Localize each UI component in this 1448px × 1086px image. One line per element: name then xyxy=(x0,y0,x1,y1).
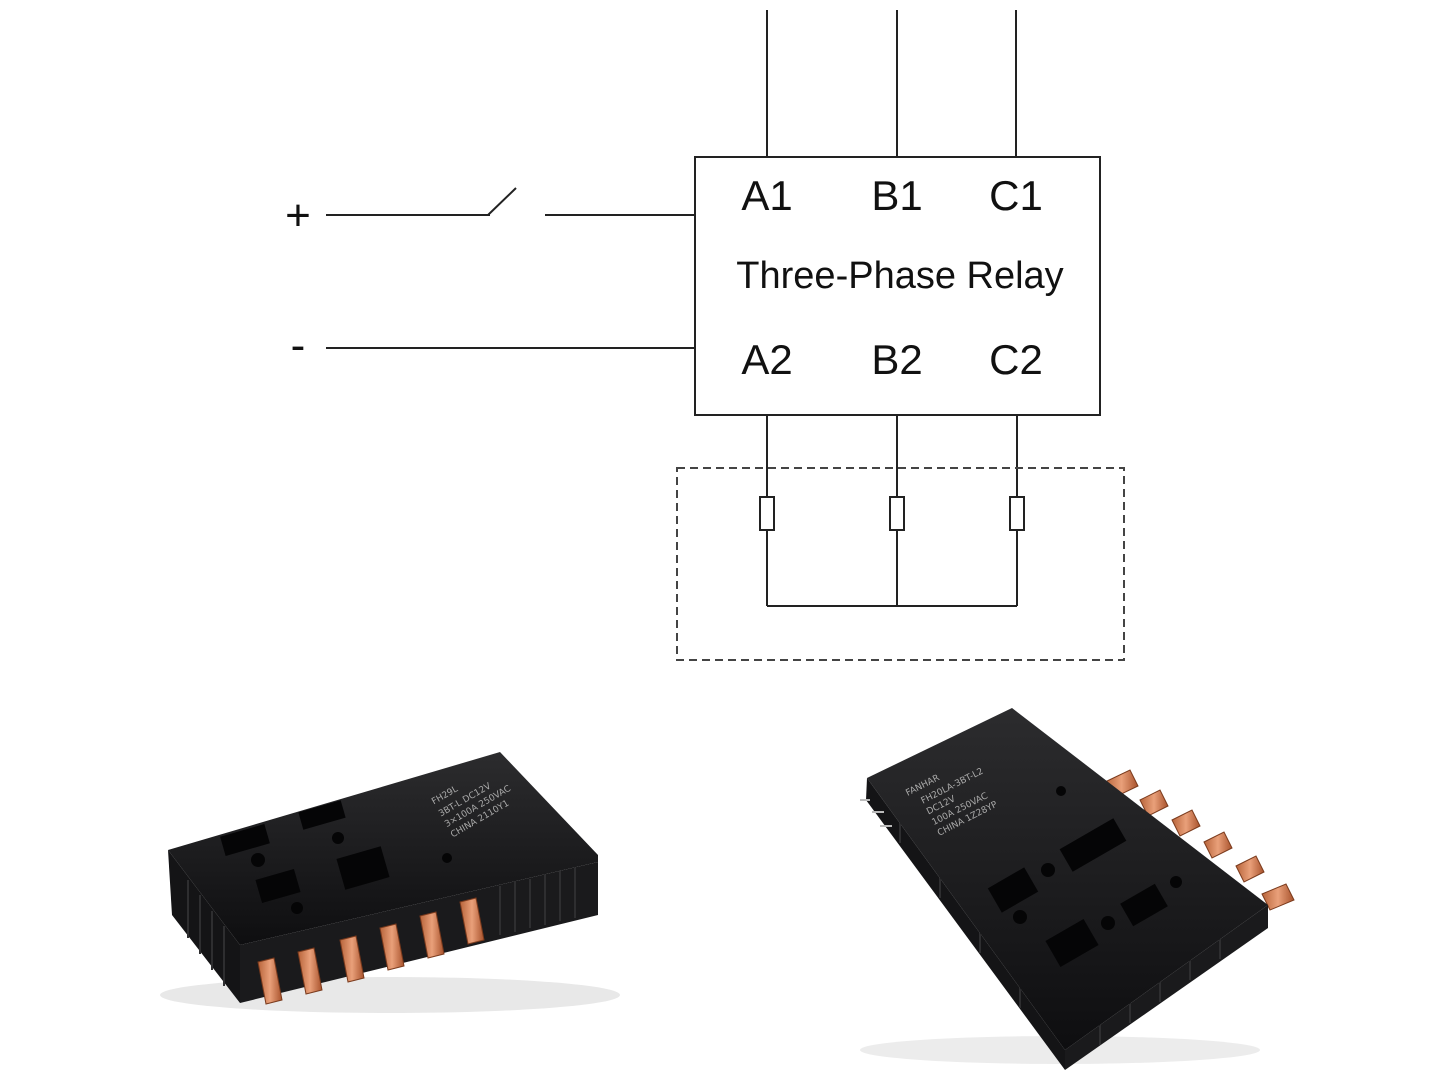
relay-right-side xyxy=(866,778,1065,1070)
supply-minus-label: - xyxy=(291,321,306,370)
terminal-b2-label: B2 xyxy=(871,336,922,383)
wiring-diagram: A1 B1 C1 Three-Phase Relay A2 B2 C2 + - xyxy=(285,10,1125,661)
relay-left-front xyxy=(240,862,598,1003)
terminal-b1-label: B1 xyxy=(871,172,922,219)
relay-left-ribs xyxy=(187,868,576,986)
relay-box xyxy=(694,156,1101,416)
terminal-a1-label: A1 xyxy=(741,172,792,219)
load-resistor-c xyxy=(1009,496,1025,531)
relay-photo-left: FH29L 3BT-L DC12V 3×100A 250VAC CHINA 21… xyxy=(160,752,620,1013)
load-resistor-b xyxy=(889,496,905,531)
relay-right-ribs xyxy=(899,823,1221,1045)
switch-contact xyxy=(487,187,517,216)
load-enclosure xyxy=(676,467,1125,661)
terminal-a2-label: A2 xyxy=(741,336,792,383)
relay-title: Three-Phase Relay xyxy=(736,255,1063,297)
relay-right-pins xyxy=(860,799,892,827)
load-resistor-a xyxy=(759,496,775,531)
relay-right-top xyxy=(867,708,1268,1050)
terminal-c2-label: C2 xyxy=(989,336,1043,383)
relay-left-side xyxy=(168,850,240,1003)
relay-photo-right: FANHAR FH20LA-3BT-L2 DC12V 100A 250VAC C… xyxy=(860,708,1295,1070)
terminal-c1-label: C1 xyxy=(989,172,1043,219)
relay-left-cutouts xyxy=(220,800,452,914)
relay-right-cutouts xyxy=(987,786,1182,967)
supply-plus-label: + xyxy=(285,191,311,240)
relay-left-terminals xyxy=(257,897,485,1005)
relay-right-terminals xyxy=(1104,769,1295,911)
relay-right-front xyxy=(1065,905,1268,1070)
